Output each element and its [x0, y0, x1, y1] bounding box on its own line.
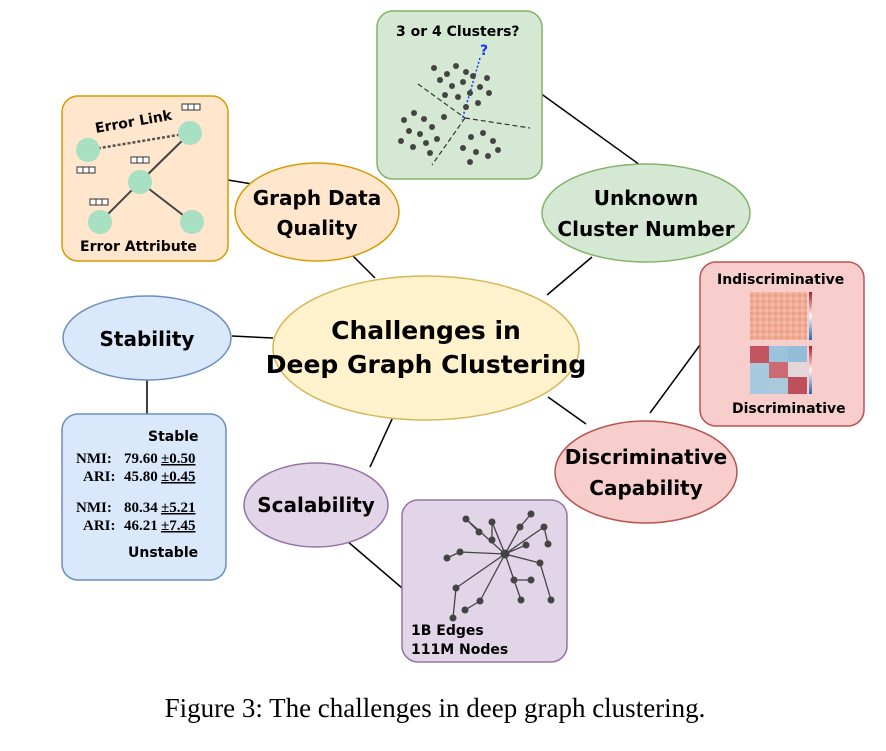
connector-center-unknown: [546, 256, 593, 296]
discriminative-heatmap: [750, 346, 812, 394]
metric-value: 79.60: [124, 451, 158, 467]
graph-quality-line2: Quality: [276, 216, 357, 240]
graph-node: [76, 138, 100, 162]
graph-node: [180, 210, 204, 234]
stability-node: Stability: [62, 295, 232, 381]
metric-name: ARI:: [83, 518, 116, 534]
connector-discriminative-panel: [649, 344, 701, 414]
graph-nodes: [443, 510, 555, 622]
center-node: Challenges in Deep Graph Clustering: [266, 275, 586, 421]
metric-std: ±5.21: [161, 500, 195, 516]
discriminative-label: Discriminative: [732, 401, 846, 417]
metric-name: NMI:: [76, 500, 112, 516]
nodes-count: 111M Nodes: [411, 642, 508, 658]
unstable-label: Unstable: [128, 545, 198, 561]
indiscriminative-label: Indiscriminative: [717, 272, 844, 288]
discriminative-panel: Indiscriminative Discriminative: [699, 261, 865, 427]
discriminative-node: Discriminative Capability: [554, 420, 738, 524]
metric-value: 45.80: [124, 469, 158, 485]
graph-node: [178, 121, 202, 145]
discriminative-line2: Capability: [589, 476, 702, 500]
graph-quality-node: Graph Data Quality: [234, 162, 400, 262]
indiscriminative-heatmap: [750, 292, 812, 340]
metric-value: 80.34: [124, 500, 158, 516]
connectors: [146, 92, 701, 589]
unknown-number-line1: Unknown: [594, 186, 698, 210]
metric-value: 46.21: [124, 518, 158, 534]
stable-label: Stable: [148, 429, 199, 445]
unknown-number-node: Unknown Cluster Number: [541, 163, 751, 263]
connector-scalability-panel: [339, 534, 403, 589]
connector-unknown-panel: [539, 92, 641, 166]
cluster-question-mark: ?: [480, 43, 488, 59]
connector-center-stability: [231, 335, 274, 339]
connector-center-scalability: [369, 416, 394, 468]
graph-quality-panel: Error Link Error Attribute: [61, 95, 229, 262]
edges-count: 1B Edges: [411, 623, 484, 639]
unknown-number-line2: Cluster Number: [557, 217, 734, 241]
graph-node: [128, 170, 152, 194]
center-title-line1: Challenges in: [331, 316, 521, 345]
scalability-node: Scalability: [243, 462, 389, 548]
metric-name: NMI:: [76, 451, 112, 467]
metric-std: ±0.45: [161, 469, 195, 485]
cluster-points: [398, 63, 501, 165]
metric-std: ±7.45: [161, 518, 195, 534]
metric-std: ±0.50: [161, 451, 195, 467]
graph-quality-line1: Graph Data: [253, 186, 381, 210]
center-title-line2: Deep Graph Clustering: [266, 350, 586, 379]
stability-panel: Stable NMI: 79.60 ±0.50 ARI: 45.80 ±0.45…: [61, 413, 227, 581]
figure-caption: Figure 3: The challenges in deep graph c…: [165, 693, 706, 723]
error-attribute-label: Error Attribute: [80, 239, 197, 255]
discriminative-line1: Discriminative: [565, 445, 727, 469]
attribute-vector-icon: [76, 103, 201, 206]
graph-node: [88, 210, 112, 234]
connector-center-quality: [349, 252, 376, 279]
unknown-number-panel: 3 or 4 Clusters? ?: [376, 10, 543, 180]
metric-name: ARI:: [83, 469, 116, 485]
cluster-question-title: 3 or 4 Clusters?: [396, 24, 520, 40]
scalability-panel: 1B Edges 111M Nodes: [401, 499, 568, 663]
stability-label: Stability: [100, 327, 195, 351]
scalability-label: Scalability: [257, 493, 375, 517]
connector-center-discriminative: [547, 396, 587, 425]
